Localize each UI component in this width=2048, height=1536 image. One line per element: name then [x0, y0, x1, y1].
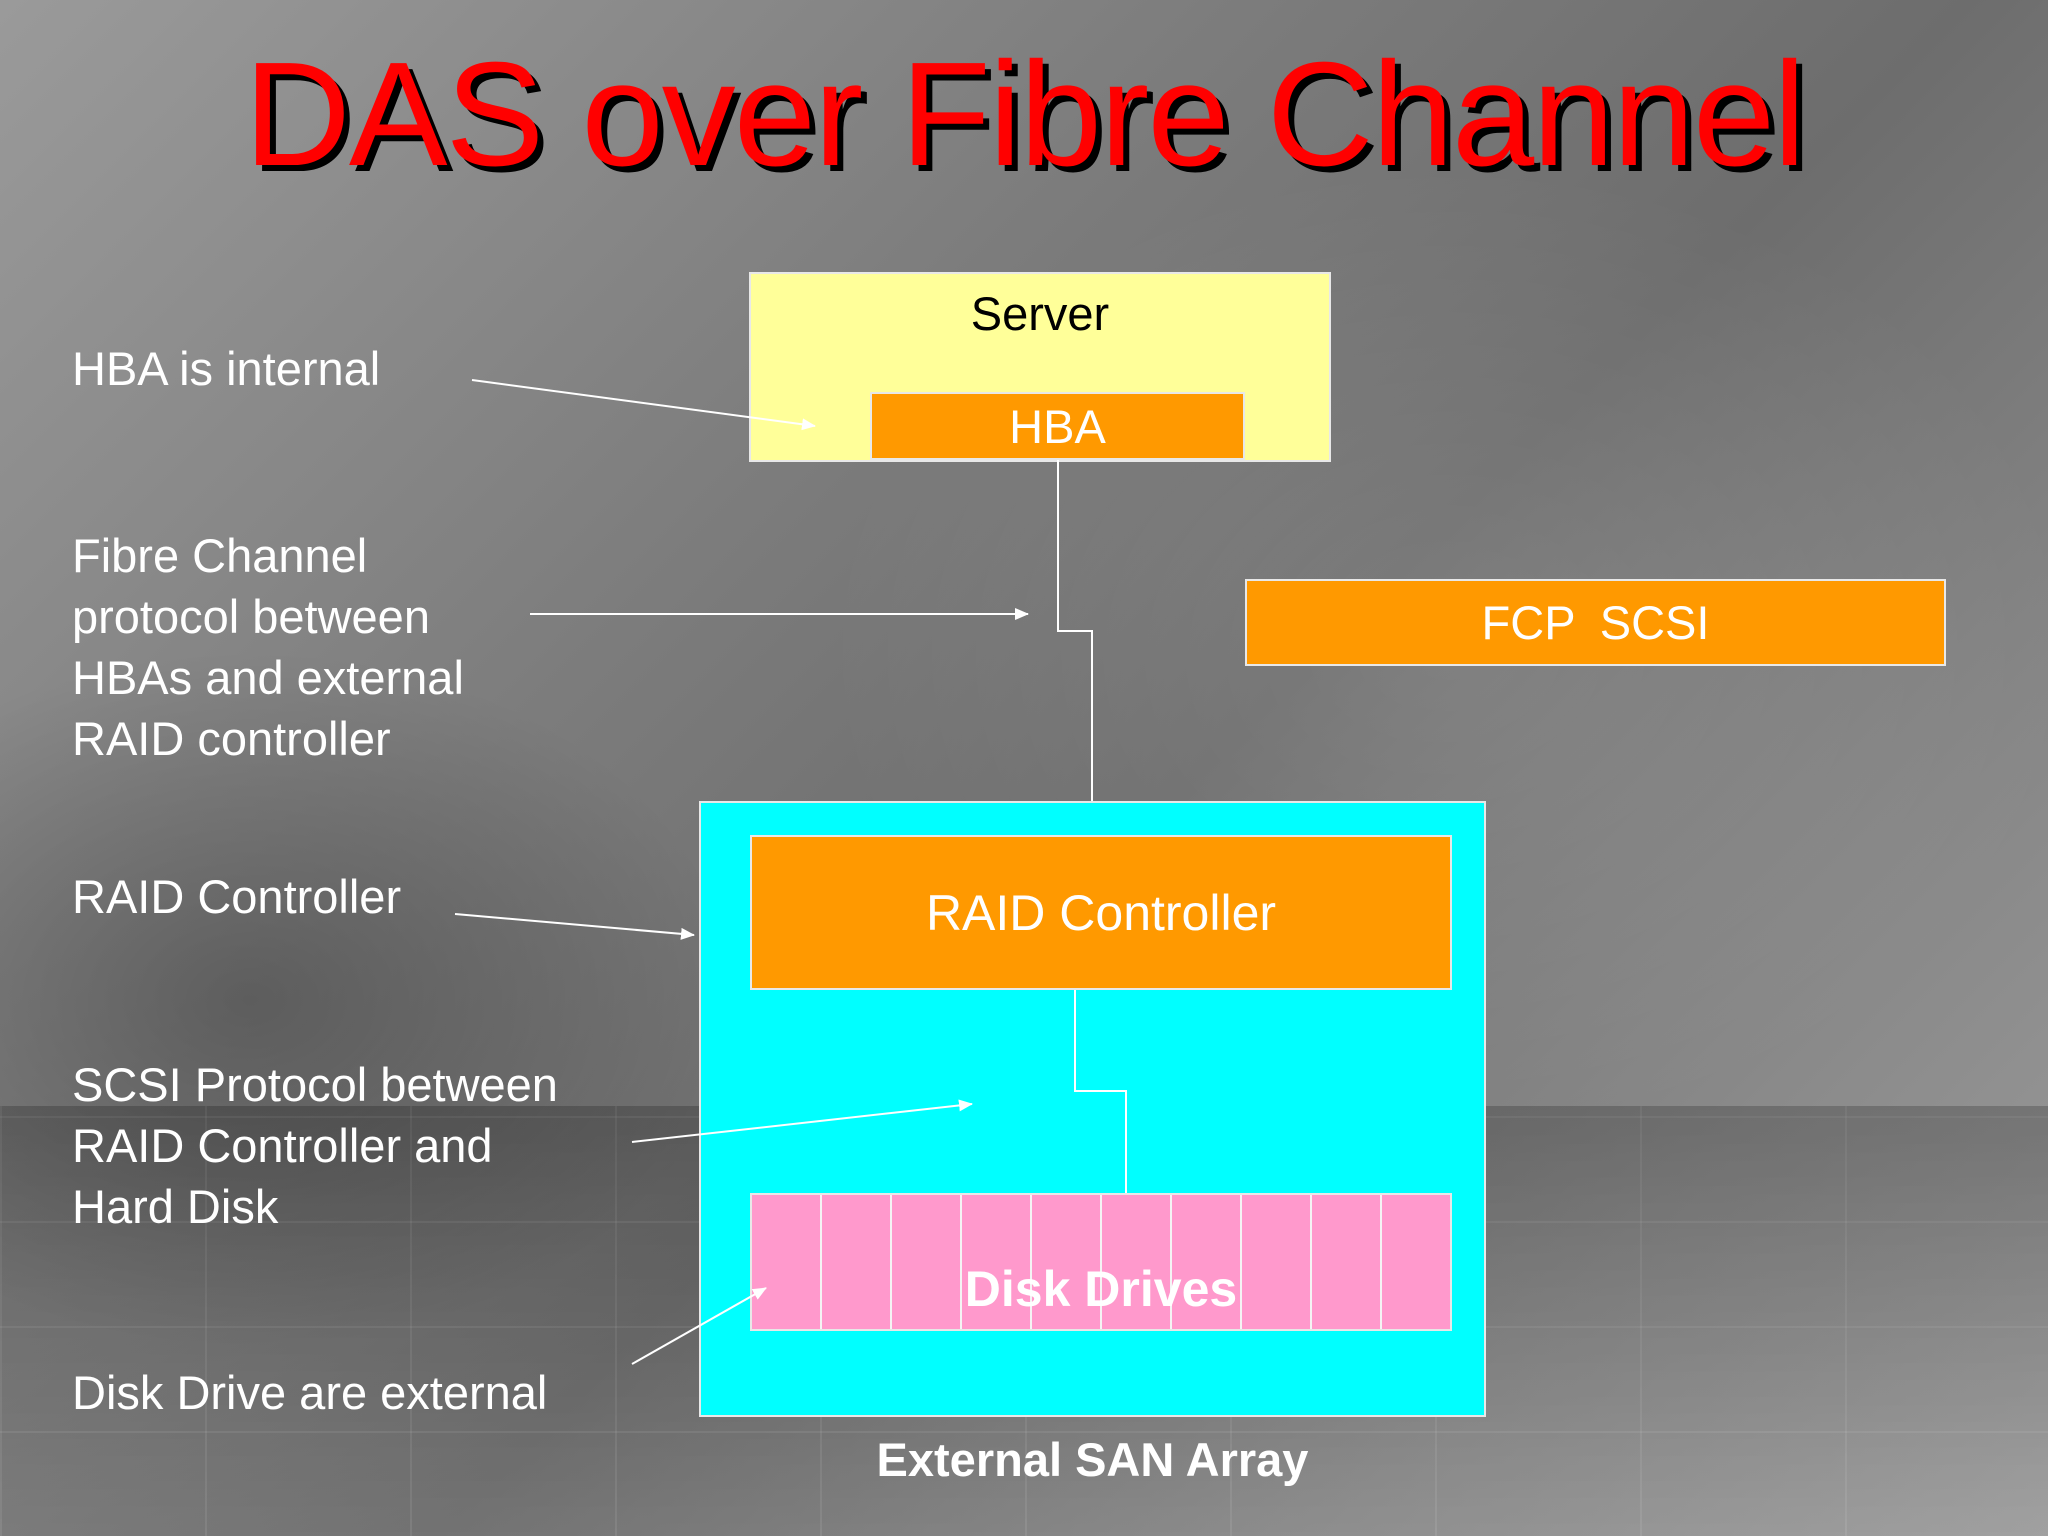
disk-slot	[1102, 1195, 1172, 1329]
arrow-hba-internal	[471, 379, 816, 431]
disk-slot	[1312, 1195, 1382, 1329]
hba-to-raid-link	[1057, 460, 1093, 801]
disk-slot	[1172, 1195, 1242, 1329]
disk-slot	[892, 1195, 962, 1329]
disk-drives-label: Disk Drives	[964, 1261, 1238, 1317]
label-raid-controller: RAID Controller	[72, 870, 402, 923]
raid-to-disk-link	[1074, 990, 1127, 1193]
label-disk-external: Disk Drive are external	[72, 1366, 548, 1419]
hba-box: HBA	[870, 392, 1245, 460]
disk-drives-box	[750, 1193, 1452, 1331]
label-scsi-protocol: SCSI Protocol between RAID Controller an…	[72, 1058, 558, 1233]
disk-slot	[1032, 1195, 1102, 1329]
san-array-label: External SAN Array	[876, 1433, 1309, 1486]
fcp-scsi-box: FCP SCSI	[1245, 579, 1946, 666]
slide-title: DAS over Fibre Channel	[243, 32, 1806, 197]
label-fc-protocol: Fibre Channel protocol between HBAs and …	[72, 529, 464, 765]
disk-slot	[752, 1195, 822, 1329]
label-hba-internal: HBA is internal	[72, 342, 381, 395]
server-label: Server	[970, 287, 1110, 340]
arrow-scsi-protocol	[631, 1099, 973, 1143]
hba-label: HBA	[1009, 399, 1106, 453]
arrow-raid-controller	[454, 913, 695, 940]
arrow-disk-external	[631, 1287, 767, 1365]
raid-controller-label: RAID Controller	[925, 884, 1277, 941]
fcp-scsi-label: FCP SCSI	[1481, 596, 1710, 649]
disk-slot	[822, 1195, 892, 1329]
disk-slot	[962, 1195, 1032, 1329]
disk-slot	[1242, 1195, 1312, 1329]
raid-controller-box: RAID Controller	[750, 835, 1452, 990]
